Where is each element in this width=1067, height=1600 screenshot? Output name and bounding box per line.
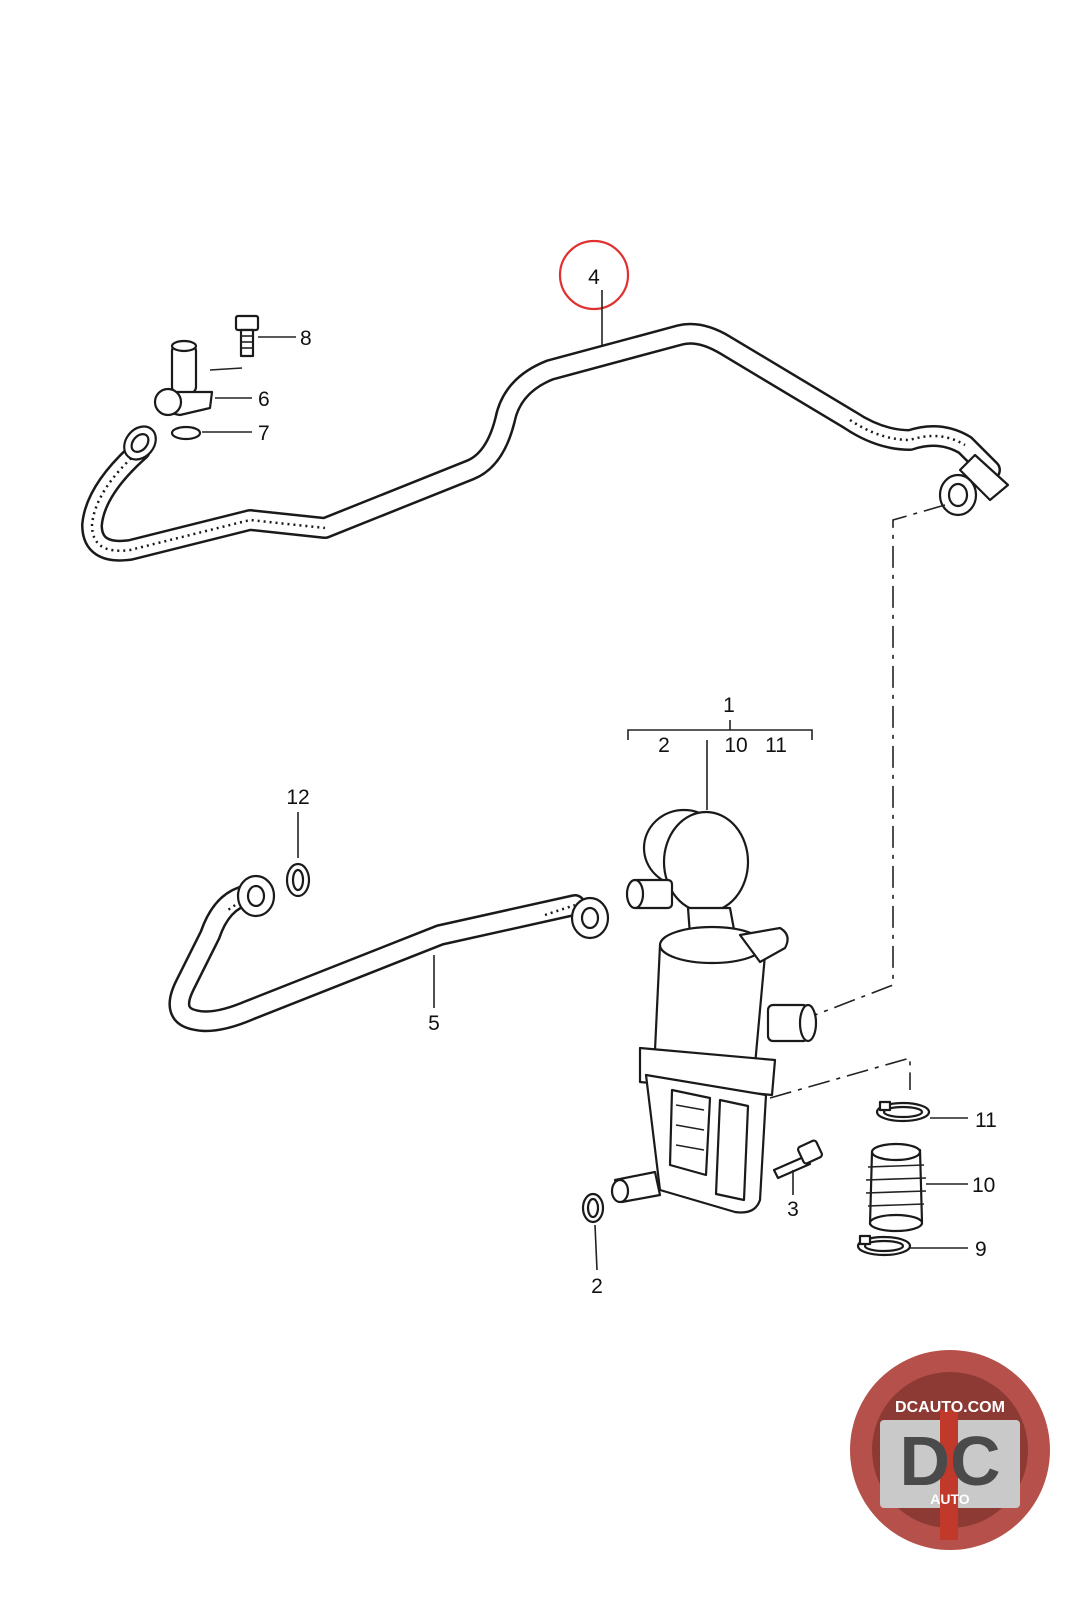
clamp-part-11 [875,1100,931,1123]
callout-8: 8 [300,327,312,350]
callout-6: 6 [258,388,270,411]
gasket-part-7 [170,425,202,441]
clamp-part-9 [856,1234,912,1257]
connection-leader [814,504,946,1016]
callout-10: 10 [972,1174,995,1197]
callout-4: 4 [588,266,600,289]
callout-12: 12 [286,786,309,809]
elbow-fitting-part-6 [153,339,243,417]
callout-1: 1 [723,694,735,717]
oil-separator-part-1 [610,808,818,1214]
callout-2: 2 [591,1275,603,1298]
logo-site-text: DCAUTO.COM [895,1399,1005,1416]
logo-sub-text: AUTO [930,1491,970,1507]
callout-group-11: 11 [765,734,787,757]
bellows-part-10 [865,1142,927,1233]
callout-3: 3 [787,1198,799,1221]
highlight-circle [558,239,630,311]
callout-7: 7 [258,422,270,445]
logo-mark-text: DC [899,1422,1000,1500]
callout-group-10: 10 [724,734,747,757]
hose-part-5 [168,874,610,1033]
clamp-leader [769,1056,911,1099]
callout-5: 5 [428,1012,440,1035]
bolt-part-8 [234,314,260,358]
callout-11: 11 [975,1109,997,1132]
callout-9: 9 [975,1238,987,1261]
dcauto-logo: DCAUTO.COM DC AUTO [850,1350,1050,1550]
hose-part-4 [81,322,1010,562]
bolt-part-3 [772,1139,823,1180]
callout-group-2: 2 [658,734,670,757]
